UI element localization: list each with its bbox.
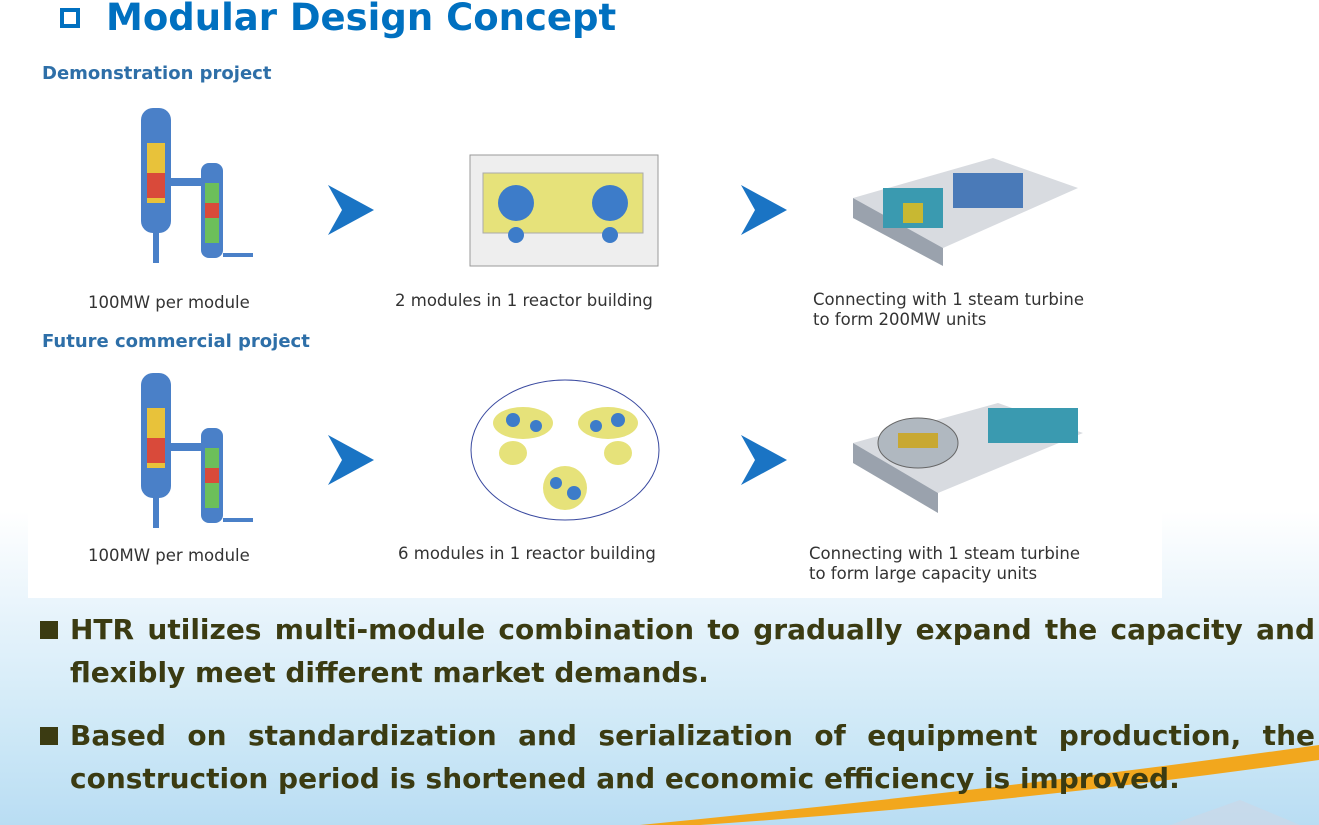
arrow-right-icon [741, 185, 787, 235]
caption: Connecting with 1 steam turbine [809, 544, 1081, 563]
six-module-building-image [470, 379, 660, 521]
arrow-right-icon [328, 435, 374, 485]
arrow-right-icon [741, 435, 787, 485]
arrow-right-icon [328, 185, 374, 235]
large-plant-image [853, 403, 1083, 513]
bullet-item: HTR utilizes multi-module combination to… [40, 608, 1315, 694]
title-checkbox-icon [60, 7, 80, 28]
turbine-plant-image [853, 158, 1078, 266]
caption: 2 modules in 1 reactor building [395, 291, 653, 310]
two-module-building-image [469, 154, 659, 267]
bullet-square-icon [40, 727, 58, 745]
future-heading: Future commercial project [42, 331, 310, 352]
slide-title: Modular Design Concept [60, 0, 616, 39]
bullet-item: Based on standardization and serializati… [40, 714, 1315, 800]
caption: 100MW per module [88, 546, 250, 565]
reactor-module-image [141, 373, 253, 528]
caption: Connecting with 1 steam turbine [813, 290, 1085, 309]
demo-heading: Demonstration project [42, 63, 272, 84]
caption: to form 200MW units [813, 310, 987, 329]
reactor-module-image [141, 108, 253, 263]
bullet-square-icon [40, 621, 58, 639]
bullet-text: HTR utilizes multi-module combination to… [70, 613, 1315, 689]
caption: 6 modules in 1 reactor building [398, 544, 656, 563]
caption: 100MW per module [88, 293, 250, 312]
caption: to form large capacity units [809, 564, 1038, 583]
bullet-text: Based on standardization and serializati… [70, 719, 1315, 795]
bullet-list: HTR utilizes multi-module combination to… [40, 608, 1315, 820]
figure-panel: Demonstration project 100MW per module 2… [28, 58, 1162, 598]
title-text: Modular Design Concept [106, 0, 617, 39]
